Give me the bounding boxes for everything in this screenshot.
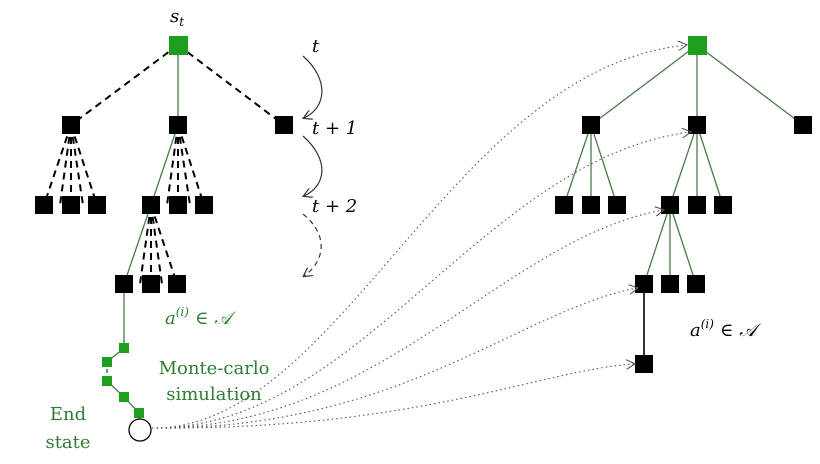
left-tree-edges xyxy=(43,44,285,420)
labels: st t t + 1 t + 2 a(i)∈𝒜 a(i)∈𝒜 Monte-car… xyxy=(45,6,761,453)
end-label-line2: state xyxy=(45,432,90,453)
backprop-arrow xyxy=(151,364,634,429)
simulation-node xyxy=(102,357,112,367)
edge-dashed xyxy=(177,124,191,206)
simulation-node xyxy=(119,343,129,353)
simulation-node xyxy=(102,376,112,386)
end-label-line1: End xyxy=(50,404,86,425)
edge-dashed xyxy=(177,124,205,206)
time-arrows xyxy=(303,55,323,276)
edge-dashed xyxy=(150,204,163,285)
simulation-node xyxy=(119,392,129,402)
tree-node xyxy=(142,196,160,214)
edge-solid xyxy=(696,124,724,206)
tree-node xyxy=(635,355,653,373)
right-tree-edges xyxy=(563,44,804,364)
edge-dashed xyxy=(166,124,179,206)
root-node xyxy=(688,36,707,55)
tree-node xyxy=(582,116,600,134)
tree-node xyxy=(555,196,573,214)
tree-node xyxy=(88,196,106,214)
time-label-t2: t + 2 xyxy=(312,196,357,217)
tree-node xyxy=(62,116,80,134)
edge-dashed xyxy=(177,44,285,126)
tree-node xyxy=(688,196,706,214)
tree-node xyxy=(687,275,705,293)
edge-solid xyxy=(696,44,804,126)
time-label-t: t xyxy=(312,36,320,57)
time-arrow xyxy=(303,135,323,196)
tree-node xyxy=(195,196,213,214)
tree-node xyxy=(582,196,600,214)
edge-dashed xyxy=(43,124,72,206)
tree-node xyxy=(168,275,186,293)
edge-solid xyxy=(150,124,179,206)
tree-node xyxy=(275,116,293,134)
left-tree-nodes xyxy=(35,36,293,442)
time-arrow-dashed xyxy=(303,213,322,276)
backprop-arrow xyxy=(151,210,663,429)
tree-node xyxy=(35,196,53,214)
root-node xyxy=(169,36,188,55)
time-label-t1: t + 1 xyxy=(312,118,357,139)
tree-node xyxy=(169,116,187,134)
edge-solid xyxy=(590,44,698,126)
edge-solid xyxy=(590,124,618,206)
tree-node xyxy=(714,196,732,214)
edge-dashed xyxy=(139,204,152,285)
action-label-left: a(i)∈𝒜 xyxy=(165,305,236,329)
tree-node xyxy=(115,275,133,293)
tree-node xyxy=(635,275,653,293)
backprop-arrows xyxy=(151,45,690,429)
edge-solid xyxy=(669,124,698,206)
tree-node xyxy=(142,275,160,293)
tree-node xyxy=(661,275,679,293)
tree-node xyxy=(794,116,812,134)
tree-node xyxy=(169,196,187,214)
edge-solid xyxy=(669,204,697,285)
edge-dashed xyxy=(70,124,98,206)
tree-node xyxy=(688,116,706,134)
mc-label-line2: simulation xyxy=(166,384,262,405)
edge-solid xyxy=(563,124,592,206)
edge-solid xyxy=(123,204,152,285)
edge-dashed xyxy=(70,44,179,126)
tree-node xyxy=(62,196,80,214)
right-tree-nodes xyxy=(555,36,812,373)
edge-solid xyxy=(643,204,671,285)
root-state-label: st xyxy=(170,6,184,29)
simulation-node xyxy=(134,408,144,418)
end-state-node xyxy=(128,418,152,442)
edge-dashed xyxy=(59,124,72,206)
edge-dashed xyxy=(150,204,178,285)
tree-node xyxy=(608,196,626,214)
action-label-right: a(i)∈𝒜 xyxy=(690,317,761,341)
mc-label-line1: Monte-carlo xyxy=(159,358,270,379)
time-arrow xyxy=(303,55,323,118)
edge-dashed xyxy=(70,124,84,206)
tree-node xyxy=(661,196,679,214)
